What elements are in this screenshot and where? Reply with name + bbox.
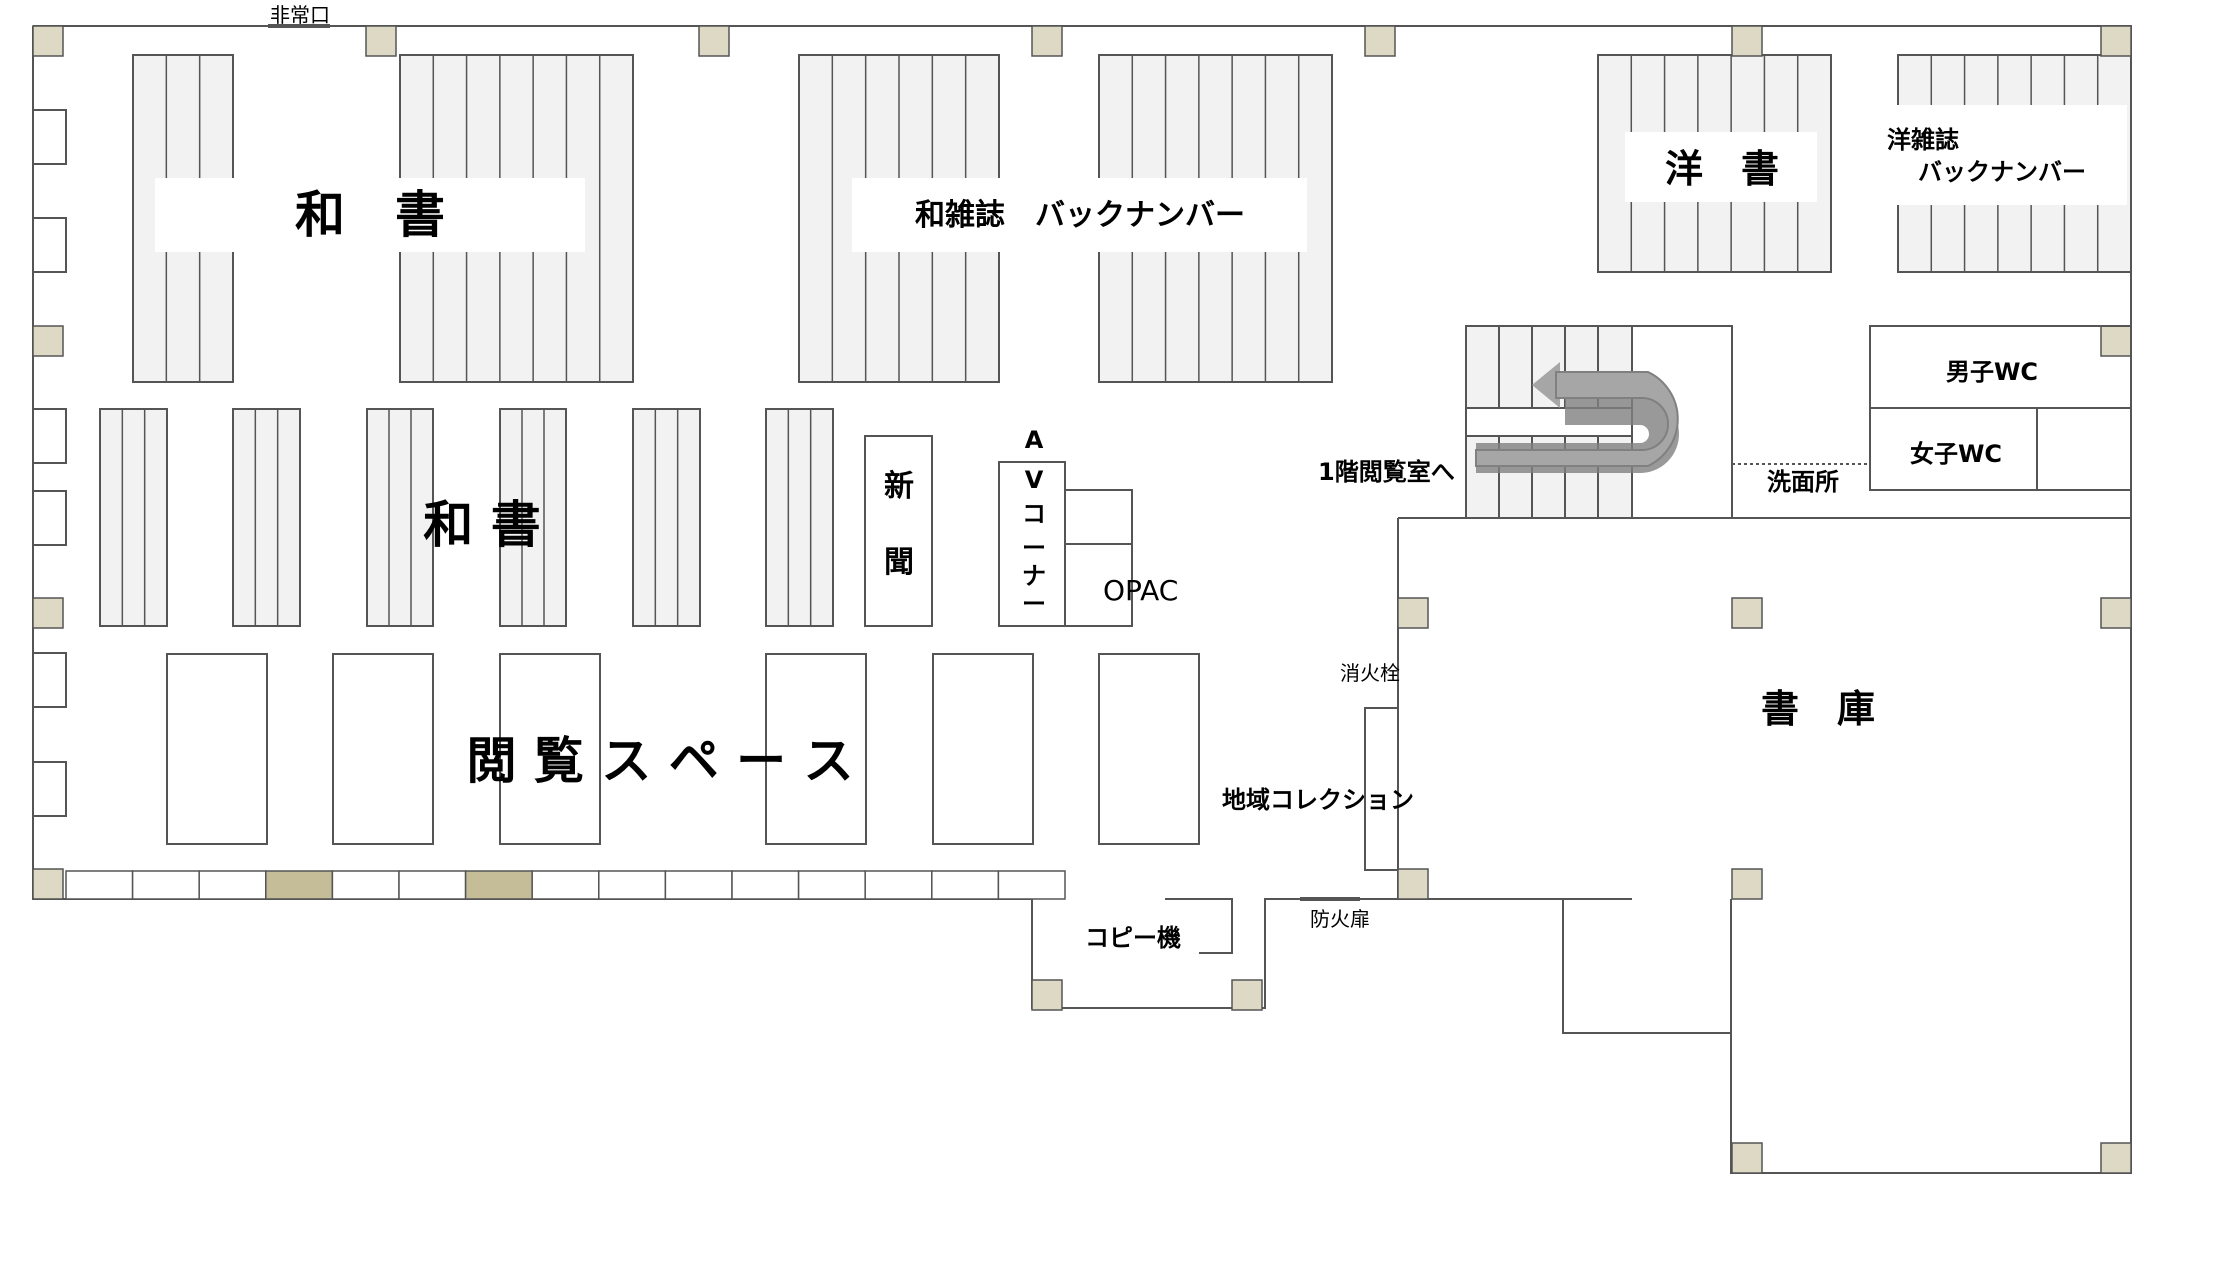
bookshelf [232, 408, 301, 627]
arrow-shaft [1475, 371, 1679, 467]
japanese-books-middle-label: 和 書 [423, 496, 540, 554]
japanese-books-top-label: 和 書 [295, 186, 445, 244]
wall-shelf [32, 408, 67, 464]
pillar [32, 25, 64, 57]
av-label-na: ナ [1022, 562, 1046, 590]
western-books-label: 洋 書 [1665, 147, 1779, 191]
pillar [1731, 868, 1763, 900]
wall-shelves-left [32, 109, 67, 817]
window-pillar [464, 870, 533, 900]
emergency-exit-label: 非常口 [270, 3, 330, 27]
newspaper-label-2: 聞 [884, 545, 914, 580]
local-collection-label: 地域コレクション [1222, 786, 1414, 814]
bookshelf [99, 408, 168, 627]
stacks-label: 書 庫 [1761, 687, 1875, 731]
pillar [1031, 979, 1063, 1011]
wall-shelf [32, 761, 67, 817]
pillar [32, 597, 64, 629]
fire-door-label: 防火扉 [1310, 907, 1370, 931]
to-first-floor-label: 1階閲覧室へ [1318, 458, 1455, 486]
restroom-area [1732, 325, 2132, 491]
window-pane [198, 870, 267, 900]
window-pane [65, 870, 134, 900]
av-label-v: V [1025, 466, 1044, 494]
window-pane [997, 870, 1066, 900]
reading-table [166, 653, 268, 845]
window-pane [531, 870, 600, 900]
wall-shelf [32, 490, 67, 546]
opac-label: OPAC [1103, 574, 1178, 607]
opac-desk [1065, 489, 1133, 627]
pillar [1731, 25, 1763, 57]
label-backdrop [155, 178, 585, 252]
pillar [2100, 325, 2132, 357]
fixtures [864, 435, 1398, 954]
pillar [2100, 1142, 2132, 1174]
pillar [2100, 597, 2132, 629]
western-magazines-label-2: バックナンバー [1918, 158, 2086, 186]
arrow-head [1532, 362, 1560, 408]
copier-label: コピー機 [1085, 924, 1181, 952]
bookshelf [366, 408, 434, 627]
bookshelf [765, 408, 834, 627]
window-pane [664, 870, 733, 900]
pillars [32, 25, 2132, 1174]
window-strip [65, 870, 1066, 900]
window-pane [598, 870, 667, 900]
av-label-ko: コ [1022, 500, 1046, 528]
pillar [1031, 25, 1063, 57]
reading-table [1098, 653, 1200, 845]
reading-table [332, 653, 434, 845]
window-pane [331, 870, 400, 900]
womens-wc-label: 女子WC [1910, 440, 2002, 468]
reading-space-label: 閲 覧 ス ペ ー ス [466, 732, 853, 790]
pillar [1364, 25, 1396, 57]
av-label-dash1: ー [1022, 534, 1046, 562]
copier-box [1165, 898, 1233, 954]
western-magazines-label-1: 洋雑誌 [1887, 126, 1959, 154]
local-collection-shelf [1364, 707, 1398, 871]
pillar [2100, 25, 2132, 57]
wall-shelf [32, 652, 67, 708]
newspaper-label-1: 新 [884, 469, 914, 504]
pillar [1397, 597, 1429, 629]
japanese-magazines-label: 和雑誌 バックナンバー [915, 198, 1245, 233]
bookshelf [499, 408, 567, 627]
mens-wc-label: 男子WC [1946, 358, 2038, 386]
av-label-dash2: ー [1022, 590, 1046, 618]
washroom-label: 洗面所 [1767, 468, 1839, 496]
pillar [32, 325, 64, 357]
fire-hydrant-label: 消火栓 [1340, 661, 1400, 685]
labels: 非常口 和 書 和雑誌 バックナンバー 洋 書 洋雑誌 バックナンバー 男子WC… [155, 3, 2127, 952]
pillar [1731, 1142, 1763, 1174]
bookshelf [632, 408, 701, 627]
av-corner-rack [998, 461, 1066, 627]
pillar [1231, 979, 1263, 1011]
pillar [698, 25, 730, 57]
pillar [32, 868, 64, 900]
reading-table [499, 653, 601, 845]
label-backdrop [1625, 132, 1817, 202]
window-pane [398, 870, 467, 900]
wall-shelf [32, 109, 67, 165]
window-pane [864, 870, 933, 900]
reading-tables [166, 653, 1200, 845]
reading-table [765, 653, 867, 845]
label-backdrop [852, 178, 1307, 252]
pillar [1397, 868, 1429, 900]
window-pane [731, 870, 800, 900]
label-backdrop [1880, 105, 2127, 205]
pillar [1731, 597, 1763, 629]
window-pillar [265, 870, 334, 900]
window-pane [931, 870, 1000, 900]
pillar [365, 25, 397, 57]
wall-shelf [32, 217, 67, 273]
newspaper-rack [864, 435, 933, 627]
window-pane [797, 870, 866, 900]
window-pane [131, 870, 200, 900]
reading-table [932, 653, 1034, 845]
av-label-a: A [1025, 426, 1044, 454]
